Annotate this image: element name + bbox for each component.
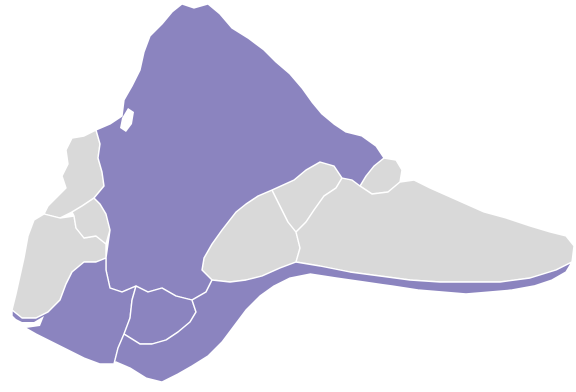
region-main-north[interactable] (93, 3, 385, 301)
region-south-coast[interactable] (113, 261, 573, 383)
bay (10, 316, 44, 328)
lake (120, 108, 134, 132)
